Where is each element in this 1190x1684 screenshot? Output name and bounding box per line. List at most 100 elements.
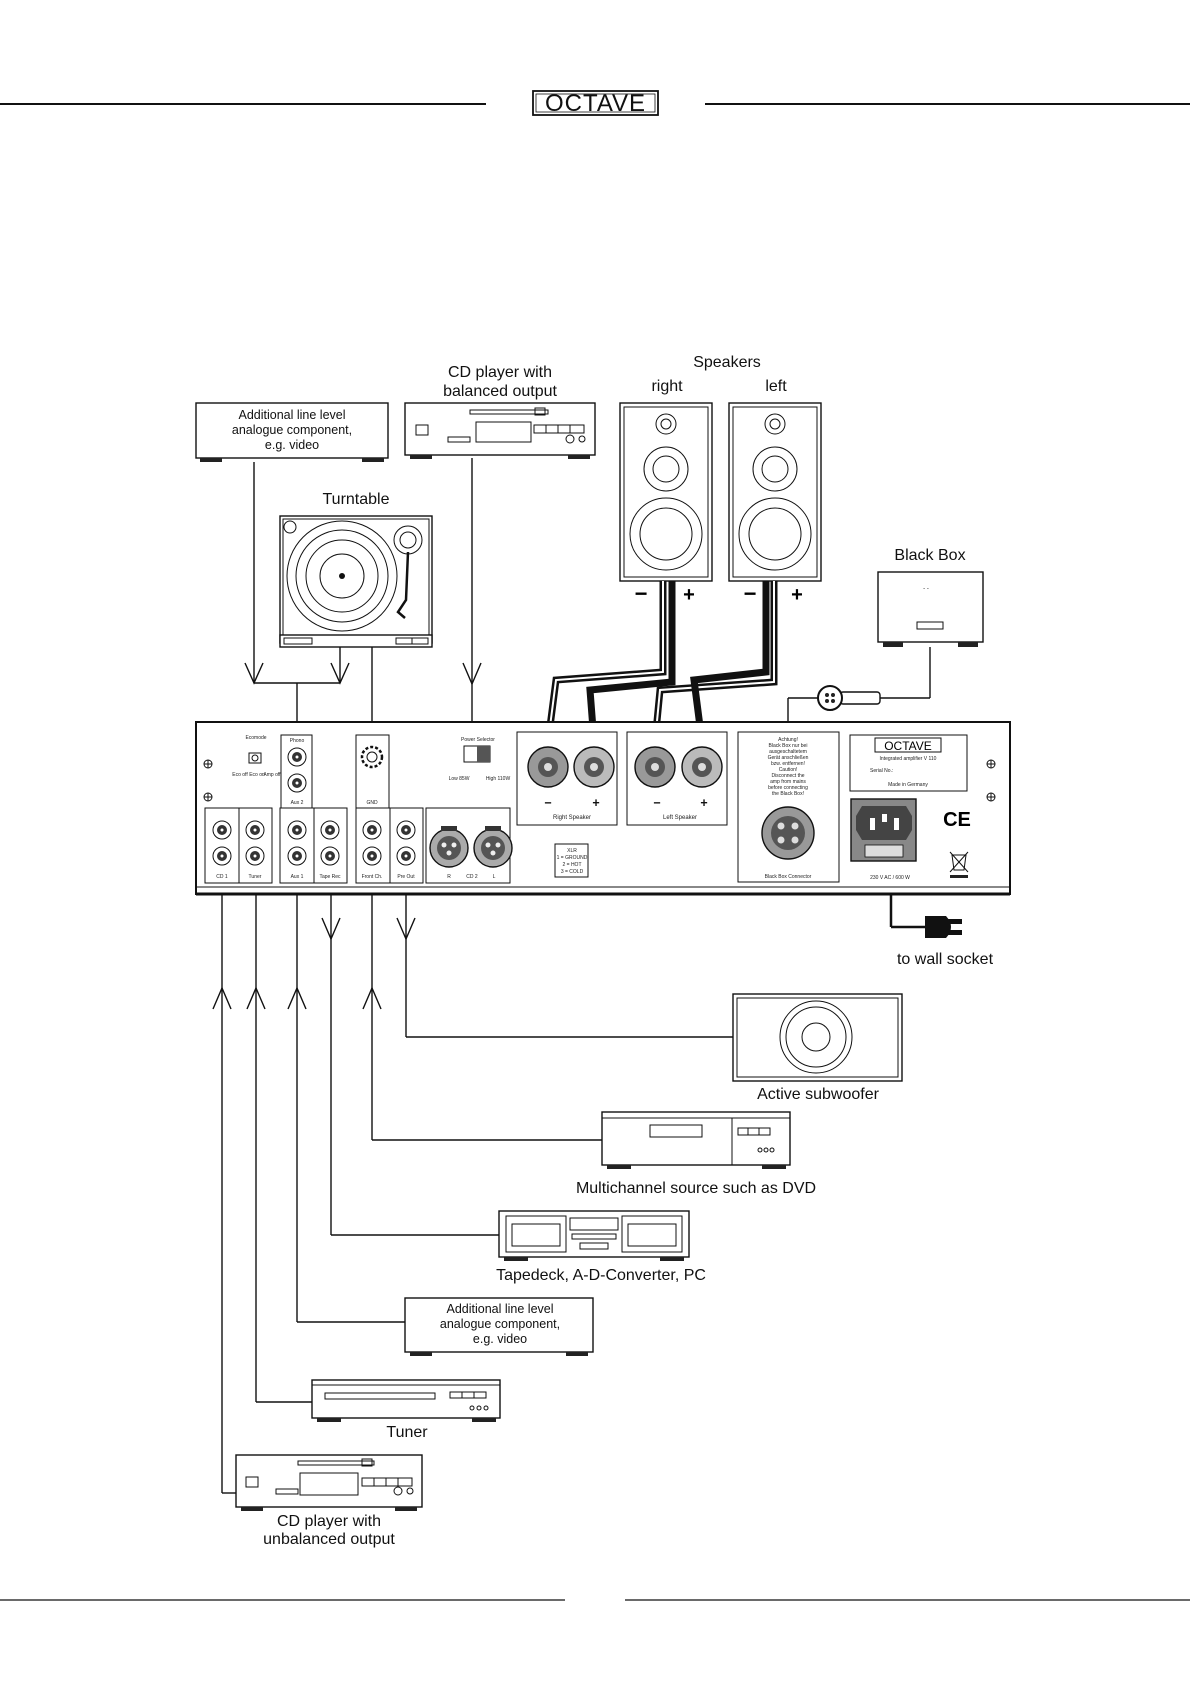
aux-component-bottom: Additional line level analogue component… (404, 1297, 594, 1356)
mains-cable (889, 894, 962, 938)
svg-text:Eco off: Eco off (232, 772, 248, 778)
octave-logo: OCTAVE (532, 90, 659, 117)
speaker-terminal-icon (527, 746, 723, 788)
svg-text:Ecomode: Ecomode (245, 735, 266, 741)
svg-text:Aux 2: Aux 2 (291, 800, 304, 806)
svg-text:Integrated amplifier V 110: Integrated amplifier V 110 (880, 756, 937, 762)
speaker-left (728, 402, 822, 582)
svg-text:XLR: XLR (567, 848, 577, 854)
svg-text:analogue component,: analogue component, (440, 1317, 560, 1331)
black-box-label: Black Box (894, 547, 965, 564)
speaker-right (619, 402, 713, 582)
multichannel-dvd-player (601, 1111, 791, 1169)
svg-text:e.g. video: e.g. video (265, 438, 319, 452)
top-feed-lines (244, 458, 482, 808)
svg-text:R: R (447, 874, 451, 880)
tuner (311, 1379, 501, 1422)
svg-text:Additional line level: Additional line level (238, 408, 345, 422)
svg-text:analogue component,: analogue component, (232, 423, 352, 437)
power-selector-switch-icon (463, 745, 491, 763)
svg-text:before connecting: before connecting (768, 785, 808, 791)
phono-jack-icon (287, 747, 307, 793)
black-box-plug-icon (817, 685, 881, 711)
svg-text:Black Box Connector: Black Box Connector (765, 874, 812, 880)
aux-component-top: Additional line level analogue component… (195, 402, 389, 462)
svg-text:Aux 1: Aux 1 (291, 874, 304, 880)
turntable-label: Turntable (323, 491, 390, 508)
rca-jack-icon (212, 820, 416, 866)
right-speaker-minus: − (635, 581, 648, 606)
black-box-unit: - - (787, 571, 984, 732)
ground-terminal-icon (360, 745, 384, 769)
ecomode-switch-icon (248, 752, 262, 764)
weee-bin-icon (949, 851, 969, 878)
svg-text:Tape Rec: Tape Rec (319, 874, 341, 880)
cd-balanced-label-2: balanced output (443, 383, 557, 400)
svg-text:3 = COLD: 3 = COLD (561, 869, 584, 875)
svg-text:+: + (700, 796, 707, 810)
svg-text:Low 85W: Low 85W (449, 776, 470, 782)
svg-text:−: − (544, 796, 551, 810)
svg-text:- -: - - (923, 586, 929, 592)
mains-socket-icon (850, 798, 917, 862)
tuner-label: Tuner (386, 1424, 428, 1441)
amplifier-rear-panel: Ecomode Eco off Eco on Amp off Phono Aux… (195, 721, 1011, 896)
power-plug-icon (925, 916, 962, 938)
screw-icon (203, 759, 996, 802)
speaker-left-label: left (765, 378, 787, 395)
svg-text:bzw. entfernen!: bzw. entfernen! (771, 761, 805, 767)
svg-text:Left Speaker: Left Speaker (663, 815, 697, 821)
input-connection-lines (212, 894, 733, 1494)
svg-text:OCTAVE: OCTAVE (884, 739, 932, 753)
speakers-label: Speakers (693, 354, 761, 371)
svg-text:Power Selector: Power Selector (461, 737, 495, 743)
cd-unbalanced-label-1: CD player with (277, 1513, 381, 1530)
svg-text:Serial No.:: Serial No.: (870, 768, 893, 774)
subwoofer-label: Active subwoofer (757, 1086, 880, 1103)
svg-text:Disconnect the: Disconnect the (771, 773, 804, 779)
svg-text:Black Box nur bei: Black Box nur bei (769, 743, 808, 749)
svg-text:2 = HOT: 2 = HOT (562, 862, 581, 868)
svg-text:High 110W: High 110W (486, 776, 511, 782)
tapedeck (498, 1210, 690, 1261)
ce-mark: CE (943, 809, 971, 831)
speaker-right-label: right (651, 378, 683, 395)
svg-text:Caution!: Caution! (779, 767, 798, 773)
black-box-connector-icon (761, 806, 815, 860)
svg-text:CD 1: CD 1 (216, 874, 228, 880)
svg-text:Additional line level: Additional line level (446, 1302, 553, 1316)
xlr-socket-icon (429, 826, 513, 868)
cd-balanced-label-1: CD player with (448, 364, 552, 381)
page-header: OCTAVE (0, 90, 1190, 117)
wall-socket-label: to wall socket (897, 951, 994, 968)
svg-text:Amp off: Amp off (263, 772, 281, 778)
svg-text:−: − (653, 796, 660, 810)
svg-text:Pre Out: Pre Out (397, 874, 415, 880)
svg-text:GND: GND (366, 800, 378, 806)
svg-text:Eco on: Eco on (249, 772, 265, 778)
svg-text:CD 2: CD 2 (466, 874, 478, 880)
active-subwoofer (732, 993, 903, 1082)
svg-text:230 V AC / 600 W: 230 V AC / 600 W (870, 875, 910, 881)
left-speaker-plus: + (791, 584, 803, 606)
tapedeck-label: Tapedeck, A-D-Converter, PC (496, 1267, 706, 1284)
right-speaker-plus: + (683, 584, 695, 606)
svg-text:OCTAVE: OCTAVE (545, 90, 646, 117)
cd-player-balanced (404, 402, 596, 459)
svg-text:+: + (592, 796, 599, 810)
turntable (279, 515, 433, 648)
svg-text:Right Speaker: Right Speaker (553, 815, 591, 821)
speaker-cables (544, 581, 778, 743)
svg-text:e.g. video: e.g. video (473, 1332, 527, 1346)
svg-text:Made in Germany: Made in Germany (888, 782, 928, 788)
left-speaker-minus: − (744, 581, 757, 606)
svg-text:1 = GROUND: 1 = GROUND (557, 855, 588, 861)
svg-text:Gerät anschließen: Gerät anschließen (768, 755, 809, 761)
svg-text:the Black Box!: the Black Box! (772, 791, 804, 797)
svg-text:Tuner: Tuner (249, 874, 262, 880)
multichannel-label: Multichannel source such as DVD (576, 1180, 816, 1197)
cd-player-unbalanced (235, 1454, 423, 1511)
svg-text:Achtung!: Achtung! (778, 737, 798, 743)
svg-text:amp from mains: amp from mains (770, 779, 806, 785)
